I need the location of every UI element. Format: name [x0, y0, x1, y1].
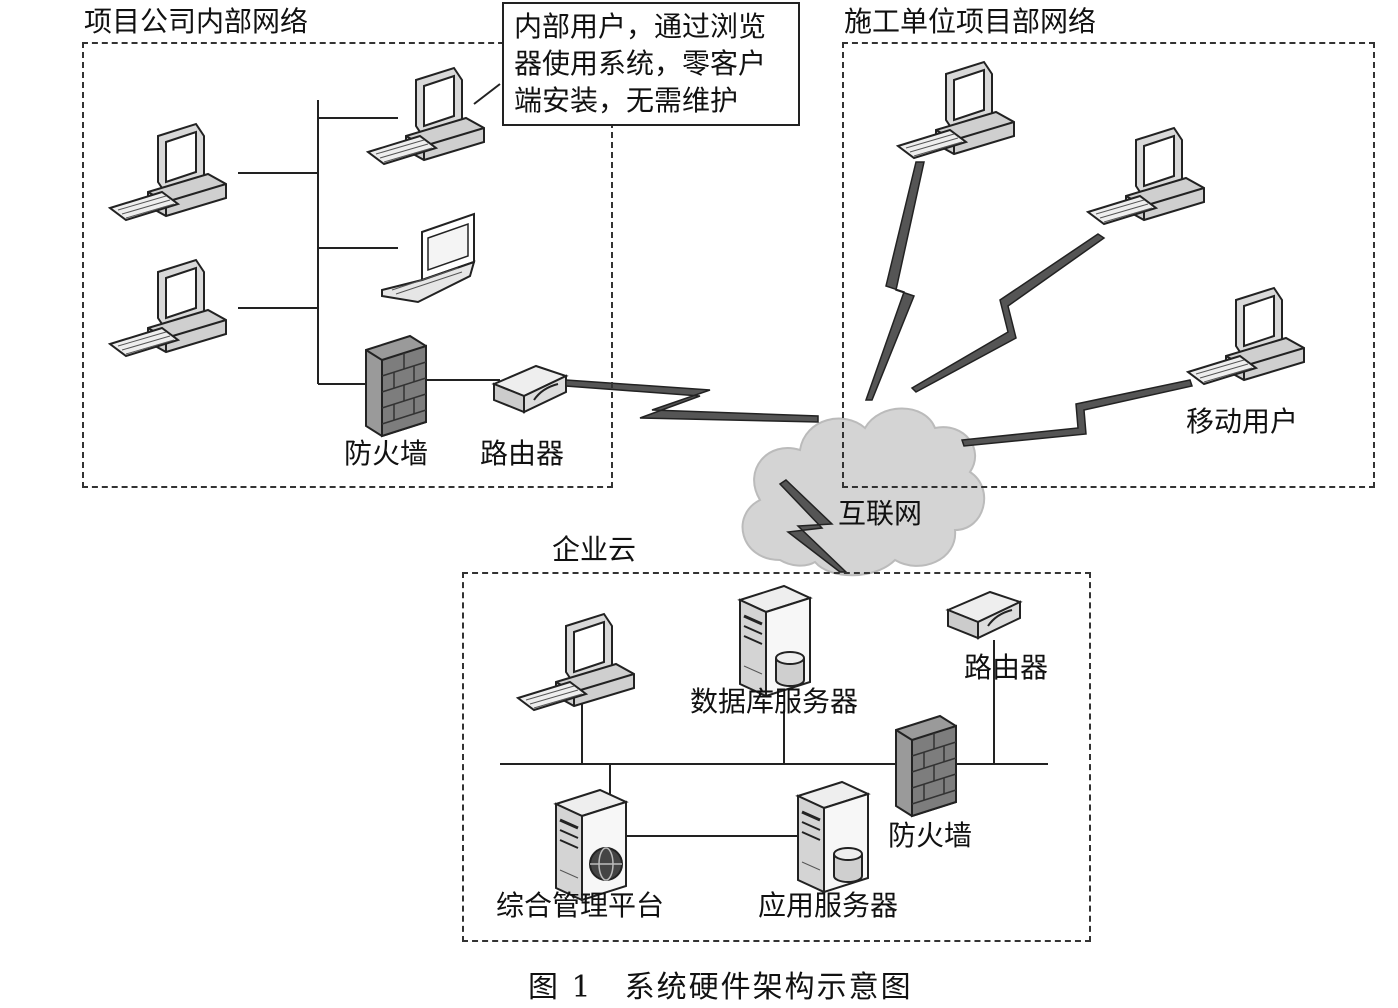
- callout-line: 内部用户，通过浏览: [514, 10, 767, 43]
- enterprise-cloud-title: 企业云: [552, 533, 637, 566]
- construction-network-zone: [842, 42, 1375, 488]
- callout-line: 器使用系统，零客户: [514, 47, 767, 80]
- firewall-label: 防火墙: [888, 819, 973, 852]
- firewall-label: 防火墙: [344, 437, 429, 470]
- router-label: 路由器: [480, 437, 565, 470]
- application-server-label: 应用服务器: [758, 889, 899, 922]
- database-server-label: 数据库服务器: [690, 685, 859, 718]
- construction-network-title: 施工单位项目部网络: [844, 5, 1097, 38]
- management-platform-label: 综合管理平台: [496, 889, 665, 922]
- callout-line: 端安装，无需维护: [514, 84, 739, 117]
- internet-label: 互联网: [838, 497, 923, 530]
- figure-caption: 图 1 系统硬件架构示意图: [528, 970, 913, 1005]
- internal-network-zone: [82, 42, 613, 488]
- internal-network-title: 项目公司内部网络: [84, 5, 309, 38]
- internal-user-callout: 内部用户，通过浏览 器使用系统，零客户 端安装，无需维护: [502, 2, 800, 126]
- mobile-user-label: 移动用户: [1186, 405, 1299, 438]
- globe-icon: [589, 847, 623, 881]
- router-label: 路由器: [964, 651, 1049, 684]
- enterprise-cloud-zone: [462, 572, 1091, 942]
